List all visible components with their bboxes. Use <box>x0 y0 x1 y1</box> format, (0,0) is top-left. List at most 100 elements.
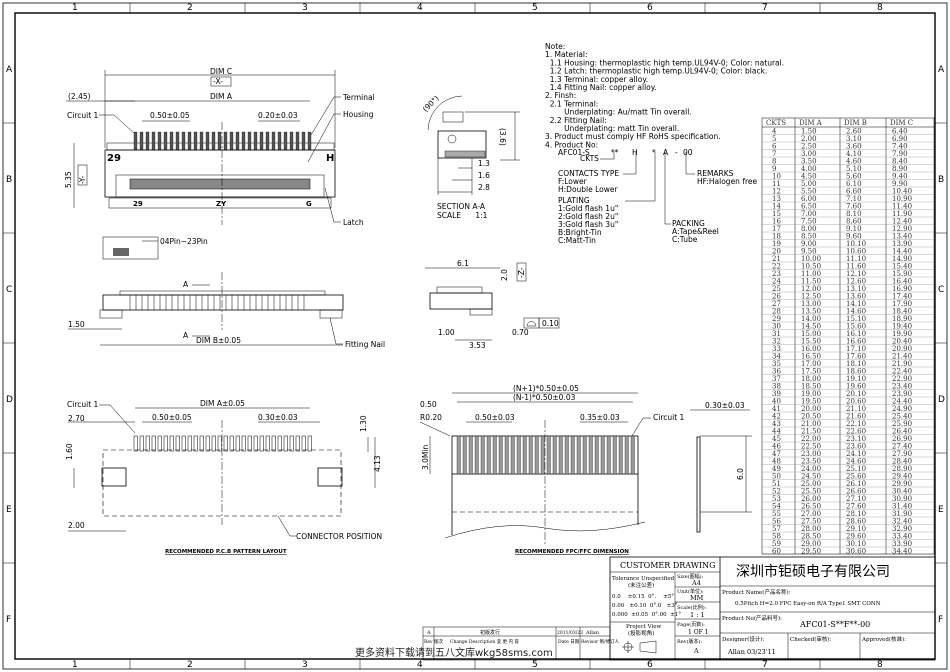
pcb-layout-title: RECOMMENDED P.C.B PATTERN LAYOUT <box>165 549 287 555</box>
contacts-type-line: H:Double Lower <box>558 185 619 194</box>
table-cell: 21.10 <box>846 405 866 413</box>
table-cell: 54 <box>772 502 781 510</box>
zone-row-label: B <box>938 175 944 185</box>
dim-1-3: 1.3 <box>478 159 490 168</box>
table-cell: 19.40 <box>892 322 912 330</box>
dim-b-label: DIM B±0.05 <box>196 336 241 345</box>
product-name: 0.5Pitch H=2.0 FPC Easy-on R/A Type1 SMT… <box>735 601 881 607</box>
table-cell: 3.60 <box>846 142 862 150</box>
bottom-mark-g: G <box>306 200 312 208</box>
table-cell: 18.50 <box>801 382 821 390</box>
pitch-dim: 0.50±0.05 <box>150 111 190 120</box>
table-cell: 22.60 <box>846 427 866 435</box>
table-cell: 18.60 <box>846 367 866 375</box>
table-cell: 16.40 <box>892 277 912 285</box>
third-angle-projection-icon <box>622 640 657 654</box>
pin-range-label: 04Pin~23Pin <box>160 237 208 246</box>
table-cell: 55 <box>772 510 781 518</box>
table-cell: 10.90 <box>892 195 912 203</box>
table-cell: 16.60 <box>846 337 866 345</box>
table-cell: 14.50 <box>801 322 821 330</box>
table-cell: 32.90 <box>892 525 912 533</box>
table-cell: 29 <box>772 315 781 323</box>
dim-a-label: DIM A <box>210 92 233 101</box>
table-cell: 26.90 <box>892 435 912 443</box>
fpc-dimension: (N+1)*0.50±0.05 (N-1)*0.50±0.03 0.50 R0.… <box>419 384 752 555</box>
rev-header: Rev 版次 <box>424 638 444 645</box>
unit-value: MM <box>690 594 704 602</box>
company-name: 深圳市钜硕电子有限公司 <box>736 563 890 580</box>
table-cell: 13.50 <box>801 307 821 315</box>
table-cell: 53 <box>772 495 781 503</box>
zone-column-label: 7 <box>762 660 768 670</box>
zone-column-label: 1 <box>72 3 78 13</box>
zone-row-label: C <box>938 285 944 295</box>
table-cell: 21.40 <box>892 352 912 360</box>
latch-label: Latch <box>343 218 364 227</box>
table-cell: 17.40 <box>892 292 912 300</box>
table-cell: 31.40 <box>892 502 912 510</box>
revision-rev: A <box>426 630 431 636</box>
table-cell: 10.40 <box>892 187 912 195</box>
thickness-dim: 0.30±0.03 <box>705 401 745 410</box>
table-cell: 23.10 <box>846 435 866 443</box>
table-cell: 11.00 <box>801 270 821 278</box>
table-cell: 4.10 <box>846 150 862 158</box>
table-cell: 24.90 <box>892 405 912 413</box>
table-cell: 16.10 <box>846 330 866 338</box>
circuit1-label: Circuit 1 <box>653 413 685 422</box>
terminal-label: Terminal <box>342 93 375 102</box>
table-cell: 8.00 <box>801 225 817 233</box>
table-cell: 27.90 <box>892 450 912 458</box>
length-dim: 6.0 <box>736 468 745 480</box>
page-label: Page(页数): <box>677 621 705 628</box>
table-cell: 28.40 <box>892 457 912 465</box>
table-cell: 10.00 <box>801 255 821 263</box>
table-cell: 16 <box>772 217 781 225</box>
zone-row-label: E <box>938 505 944 515</box>
table-cell: 29.90 <box>892 480 912 488</box>
table-cell: 13.90 <box>892 240 912 248</box>
table-cell: 4.00 <box>801 165 817 173</box>
table-cell: 20.40 <box>892 337 912 345</box>
table-cell: 49 <box>772 465 781 473</box>
table-cell: 3.50 <box>801 157 817 165</box>
table-cell: 9 <box>772 165 776 173</box>
table-cell: 10 <box>772 172 781 180</box>
table-cell: 11.90 <box>892 210 912 218</box>
note-line: 1.1 Housing: thermoplastic high temp.UL9… <box>545 58 784 67</box>
table-cell: 10.50 <box>801 262 821 270</box>
designer-value: Allan 03/23'11 <box>727 648 776 656</box>
revision-description: 初版发行 <box>480 629 500 636</box>
table-cell: 2.50 <box>801 142 817 150</box>
table-cell: 30.90 <box>892 495 912 503</box>
table-cell: 25.00 <box>801 480 821 488</box>
table-cell: 25.40 <box>892 412 912 420</box>
unit-label: Unit(单位): <box>677 588 704 595</box>
housing-label: Housing <box>343 110 374 119</box>
table-cell: 25.60 <box>846 472 866 480</box>
table-cell: 12.90 <box>892 225 912 233</box>
section-mark-top: A <box>183 280 189 289</box>
table-cell: 17.60 <box>846 352 866 360</box>
table-cell: 42 <box>772 412 781 420</box>
zone-column-label: 7 <box>762 3 768 13</box>
table-cell: 20.00 <box>801 405 821 413</box>
table-cell: 38 <box>772 382 781 390</box>
angle-dim: (90°) <box>421 94 441 114</box>
zone-column-label: 6 <box>647 660 653 670</box>
table-cell: 31 <box>772 330 781 338</box>
dim-2-00: 2.00 <box>68 521 85 530</box>
table-cell: 20.60 <box>846 397 866 405</box>
mark-29: 29 <box>107 153 121 164</box>
table-cell: 8.90 <box>892 165 908 173</box>
plating-line: PLATING <box>558 196 590 205</box>
watermark: 更多资料下载请到五八文库wkg58sms.com <box>355 646 553 659</box>
table-cell: 13.10 <box>846 285 866 293</box>
top-view: DIM C -X- (2.45) DIM A Circuit 1 0.50±0.… <box>64 67 375 227</box>
dim-a-label: DIM A±0.05 <box>200 399 245 408</box>
tolerance-row: 0.0 ±0.15 0°. ±5° <box>612 594 674 600</box>
table-cell: 28.50 <box>801 532 821 540</box>
n-plus-dim: (N+1)*0.50±0.05 <box>513 384 579 393</box>
